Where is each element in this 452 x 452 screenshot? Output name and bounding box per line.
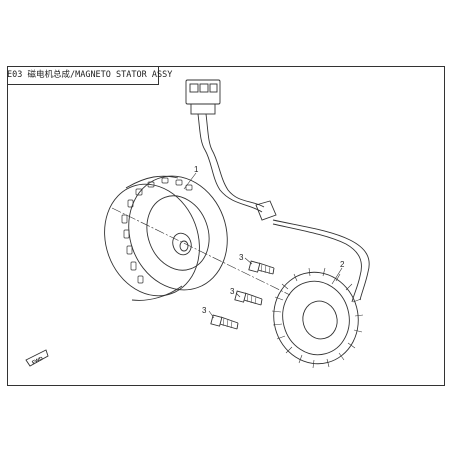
rotor-magnet-slots bbox=[121, 177, 193, 284]
flywheel-rotor bbox=[104, 175, 228, 301]
wire-harness bbox=[197, 113, 370, 303]
bolt-middle bbox=[234, 290, 263, 306]
callout-bolt-upper: 3 bbox=[239, 253, 244, 262]
diagram-title: E03 磁电机总成/MAGNETO STATOR ASSY bbox=[7, 66, 172, 85]
bolt-lower bbox=[210, 314, 239, 330]
callout-bolt-lower: 3 bbox=[202, 306, 207, 315]
callout-rotor: 1 bbox=[194, 165, 199, 174]
stator-windings bbox=[271, 267, 364, 369]
wire-clamp bbox=[255, 200, 277, 221]
diagram-frame bbox=[7, 66, 445, 386]
leader-bolt-lower bbox=[208, 310, 215, 319]
bolt-upper bbox=[248, 260, 275, 275]
callout-stator: 2 bbox=[340, 260, 345, 269]
fwd-label: FWD bbox=[31, 355, 44, 366]
stator-coil bbox=[271, 267, 364, 369]
leader-rotor bbox=[183, 172, 197, 190]
leader-bolt-upper bbox=[244, 257, 253, 265]
leader-stator bbox=[331, 267, 343, 285]
callout-bolt-middle: 3 bbox=[230, 287, 235, 296]
wire-connector bbox=[185, 79, 221, 115]
fwd-arrow-icon bbox=[25, 349, 49, 367]
leader-bolt-middle bbox=[235, 292, 241, 298]
assembly-axis-line bbox=[111, 207, 291, 296]
